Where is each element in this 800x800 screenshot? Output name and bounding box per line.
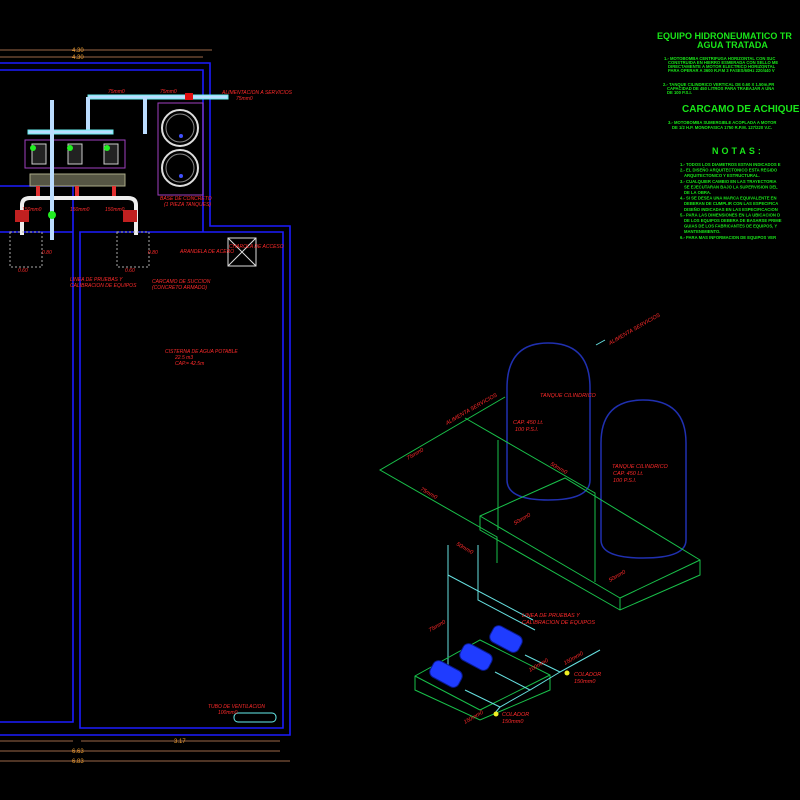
notes-title: EQUIPO HIDRONEUMATICO TR <box>657 31 792 41</box>
nota-line: 5.- PARA LAS DIMENSIONES EN LA UBICACION… <box>680 212 780 217</box>
alimenta-servicios-label: ALIMENTA SERVICIOS <box>607 312 662 347</box>
nota-line: 6.- PARA MAS INFORMACION DE EQUIPOS VER <box>680 235 776 240</box>
label-cisterna-sub: CAP.= 42.5m <box>175 361 204 367</box>
label-linea-pruebas: LINEA DE PRUEBAS Y <box>70 277 123 283</box>
nota-line: 2.- EL DISEÑO ARQUITECTONICO ESTA REGIDO <box>680 168 778 173</box>
pipe-label: 50mm0 <box>549 462 569 477</box>
label-cisterna-sub: 22.5 m3 <box>174 355 193 361</box>
carcamo-title: CARCAMO DE ACHIQUE <box>682 104 800 115</box>
nota-line: SE EJECUTARAN BAJO LA SUPERVISION DEL <box>684 184 778 189</box>
dim-label: 6.83 <box>72 759 84 765</box>
tank-iso-1 <box>506 342 591 501</box>
linea-pruebas-label: LINEA DE PRUEBAS Y <box>522 613 580 619</box>
strainer-icon <box>564 670 570 676</box>
tank-iso-2 <box>600 399 687 559</box>
label-alimentacion: ALIMENTACION A SERVICIOS <box>221 90 293 96</box>
label-pipe: 150mm0 <box>22 207 42 213</box>
nota-line: 1.- TODOS LOS DIAMETROS ESTAN INDICADOS … <box>680 162 781 167</box>
colador-size: 150mm0 <box>502 719 524 725</box>
pump-motor-iso <box>489 625 523 653</box>
label-dim: 0.60 <box>18 268 28 274</box>
nota-line: MANTENIMIENTO. <box>684 229 720 234</box>
pipe-label: 50mm0 <box>455 542 475 557</box>
tank-plan-1 <box>161 109 199 147</box>
pipe-label: 50mm0 <box>608 569 628 584</box>
strainer-icon <box>493 711 499 717</box>
notas-title: NOTAS: <box>712 146 764 156</box>
dim-label: 4.30 <box>72 48 84 54</box>
tank1-label: TANQUE CILINDRICO <box>540 393 597 399</box>
label-tubo-ventilacion: TUBO DE VENTILACION <box>208 704 265 710</box>
note-line: PARA OPERAR A 3600 R.P.M 3 FASES/60Hz 22… <box>668 68 775 73</box>
tank2-label: TANQUE CILINDRICO <box>612 464 669 470</box>
note-line: 2.- TANQUE CILINDRICO VERTICAL DE 0.60 X… <box>663 82 774 87</box>
nota-line: DEBERAN DE CUMPLIR CON LAS ESPECIFICA <box>684 201 778 206</box>
nota-line: DISEÑO INDICADAS EN LAS ESPECIFICACION <box>684 207 778 212</box>
dim-label: 6.63 <box>72 749 84 755</box>
label-pipe: 75mm0 <box>160 89 177 95</box>
note-line: CONSTRUIDA EN HIERRO ESMERADA CON SELLO … <box>668 60 778 65</box>
label-tapa: CHAROLA DE ACCESO <box>229 244 284 250</box>
dim-label: 4.30 <box>72 55 84 61</box>
tank1-psi: 100 P.S.I. <box>515 427 538 433</box>
label-tubo-size: 100mm0 <box>218 710 238 716</box>
note-line: DIRECTAMENTE A MOTOR ELECTRICO HORIZONTA… <box>668 64 776 69</box>
bottom-dimensions: 3.17 6.63 6.83 <box>0 739 290 765</box>
pump-room-equipment <box>9 93 277 723</box>
colador-label: COLADOR <box>574 672 601 678</box>
nota-line: ARQUITECTONICO Y ESTRUCTURAL. <box>684 173 760 178</box>
label-dim: 0.60 <box>125 268 135 274</box>
nota-line: DE LOS EQUIPOS DEBERA DE BASARSE PRIME <box>684 218 782 223</box>
nota-line: GUIAS DE LOS FABRICANTES DE EQUIPOS, Y <box>684 224 777 229</box>
note-line: 3.- MOTOBOMBA SUMERGIBLE ACOPLADA A MOTO… <box>668 120 776 125</box>
label-pipe: 150mm0 <box>70 207 90 213</box>
label-cisterna: CISTERNA DE AGUA POTABLE <box>165 349 238 355</box>
label-base-concreto-sub: (1 PIEZA TANQUES) <box>164 202 211 208</box>
pipe-label: 150mm0 <box>463 709 485 725</box>
pipe-label: 75mm0 <box>428 619 448 634</box>
nota-line: DE LA OBRA. <box>684 190 711 195</box>
nota-line: 4.- SI SE DESEA UNA MARCA EQUIVALENTE EN <box>680 196 776 201</box>
top-dimensions: 4.30 4.30 <box>0 48 212 61</box>
nota-line: 3.- CUALQUIER CAMBIO EN LAS TRAYECTORIA <box>680 179 777 184</box>
tank-plan-2 <box>161 149 199 187</box>
pipe-label: 50mm0 <box>513 512 533 527</box>
label-dim: 0.80 <box>148 250 158 256</box>
pump-motor-iso <box>429 660 463 688</box>
notes-panel: EQUIPO HIDRONEUMATICO TR AGUA TRATADA 1.… <box>657 31 800 240</box>
tank1-cap: CAP. 450 Lt. <box>513 420 543 426</box>
label-base-concreto: BASE DE CONCRETO <box>160 196 212 202</box>
label-arandela: ARANDELA DE ACERO <box>179 249 234 255</box>
label-dim: 0.80 <box>42 250 52 256</box>
label-size: 75mm0 <box>236 96 253 102</box>
pump-motor-iso <box>459 643 493 671</box>
plan-labels: ALIMENTACION A SERVICIOS 75mm0 75mm0 75m… <box>18 89 293 716</box>
tank2-psi: 100 P.S.I. <box>613 478 636 484</box>
notes-subtitle: AGUA TRATADA <box>697 40 768 50</box>
label-pipe: 150mm0 <box>105 207 125 213</box>
label-pipe: 75mm0 <box>108 89 125 95</box>
label-carcamo-2: (CONCRETO ARMADO) <box>152 285 207 291</box>
note-line: DE 1/2 H.P. MONOFASICA 1750 R.P.M. 127/2… <box>672 125 772 130</box>
note-line: CAPACIDAD DE 450 LITROS PARA TRABAJAR A … <box>667 86 774 91</box>
tank2-cap: CAP. 450 Lt. <box>613 471 643 477</box>
colador-label: COLADOR <box>502 712 529 718</box>
isometric-view <box>379 339 701 721</box>
label-linea-pruebas-2: CALIBRACION DE EQUIPOS <box>70 283 137 289</box>
note-line: 1.- MOTOBOMBA CENTRIFUGA HORIZONTAL CON … <box>664 56 775 61</box>
note-line: DE 100 P.S.I. <box>667 90 692 95</box>
colador-size: 150mm0 <box>574 679 596 685</box>
dim-label: 3.17 <box>174 739 186 745</box>
linea-pruebas-label: CALIBRACION DE EQUIPOS <box>522 620 595 626</box>
label-carcamo: CARCAMO DE SUCCION <box>152 279 211 285</box>
